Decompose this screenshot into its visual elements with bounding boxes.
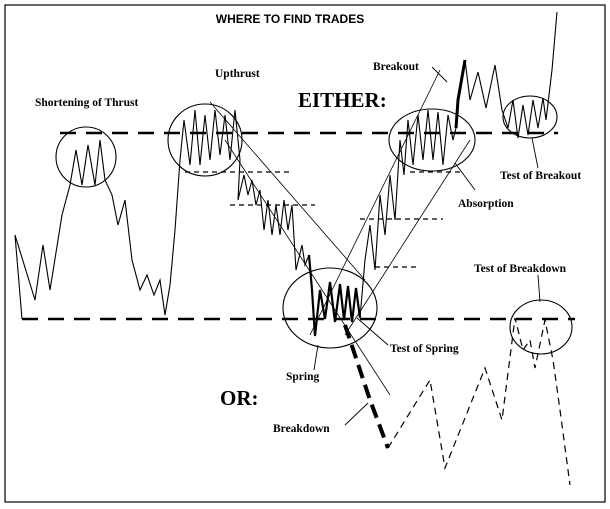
breakout-thrust — [454, 59, 467, 129]
label-breakdown: Breakdown — [273, 423, 330, 435]
breakdown-thrust — [343, 324, 390, 449]
circle-shortening-of-thrust — [55, 126, 117, 188]
label-either: EITHER: — [298, 88, 387, 112]
diagram-title: WHERE TO FIND TRADES — [216, 12, 364, 26]
price-path — [14, 109, 310, 320]
breakdown-path — [387, 317, 571, 486]
label-test-of-spring: Test of Spring — [390, 343, 459, 355]
label-spring: Spring — [286, 371, 319, 383]
recovery-path — [359, 109, 457, 319]
circle-spring — [282, 267, 378, 349]
leader-lines — [313, 66, 541, 426]
label-upthrust: Upthrust — [215, 68, 260, 80]
label-breakout: Breakout — [373, 61, 419, 73]
label-or: OR: — [220, 386, 259, 410]
circles — [55, 95, 573, 355]
post-breakout-path — [464, 11, 558, 139]
spring-path — [307, 254, 362, 337]
label-absorption: Absorption — [458, 198, 514, 210]
label-test-of-breakout: Test of Breakout — [500, 170, 581, 182]
circle-test-of-breakout — [502, 95, 558, 139]
diagram-frame — [4, 4, 606, 503]
label-shortening-of-thrust: Shortening of Thrust — [35, 97, 138, 109]
minor-levels — [185, 171, 460, 268]
circle-upthrust — [167, 103, 243, 177]
label-test-of-breakdown: Test of Breakdown — [474, 263, 567, 275]
circle-test-of-breakdown — [509, 299, 573, 355]
circle-absorption — [388, 108, 476, 172]
